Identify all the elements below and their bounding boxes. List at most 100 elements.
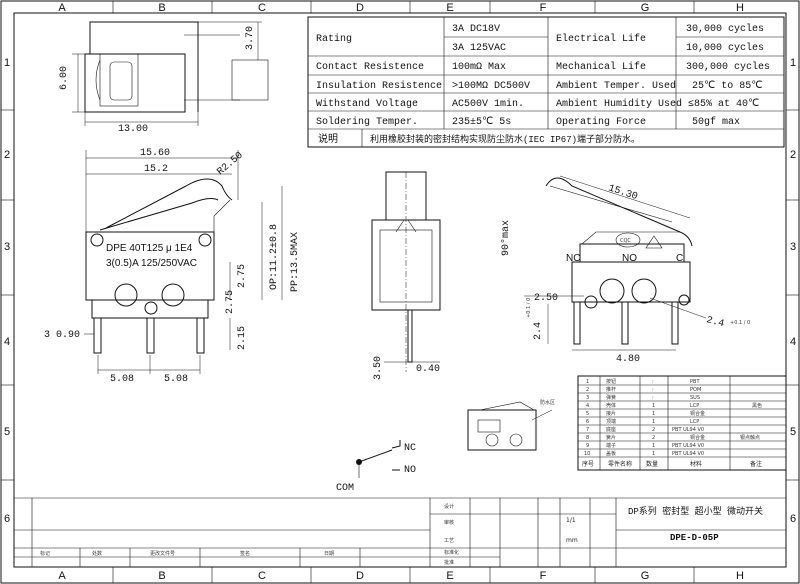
bom-cell: 1	[586, 379, 589, 385]
grid-col-label: A	[58, 2, 66, 14]
bom-cell: 2	[586, 387, 589, 393]
bom-cell: :	[652, 379, 654, 385]
grid-col-label: B	[158, 570, 165, 582]
grid-col-label: E	[446, 570, 453, 582]
grid-row-label: 6	[4, 513, 10, 525]
spec-value: AC500V 1min.	[452, 98, 524, 110]
bom-cell: PBT UL94 V0	[672, 443, 704, 449]
bom-cell: 1	[652, 443, 655, 449]
grid-col-label: E	[446, 2, 453, 14]
dim-front-pp: PP:13.5MAX	[290, 232, 301, 292]
grid-row-label: 5	[790, 426, 796, 438]
top-view: 6.00 13.00 3.70	[59, 21, 269, 135]
terminal-label-no: NO	[622, 253, 637, 264]
title-row-label: 签名	[240, 550, 250, 557]
bom-cell: 弹簧	[606, 394, 616, 401]
bom-cell: 铜合金	[690, 410, 705, 417]
spec-value: 100mΩ Max	[452, 62, 506, 73]
body-mark-line2: 3(0.5)A 125/250VAC	[106, 258, 197, 269]
dim-right-angle: 90°max	[500, 220, 512, 256]
terminal-label-nc: NC	[566, 253, 580, 264]
bom-cell: PBT	[690, 379, 700, 385]
title-row-label: 标记	[40, 550, 50, 557]
spec-value: 10,000 cycles	[686, 42, 764, 54]
dim-pin-pitch-b: 5.08	[164, 374, 188, 385]
spec-value: 50gf max	[692, 116, 740, 128]
side-view: 3.50 0.40	[371, 171, 441, 380]
bom-cell: 5	[586, 411, 589, 417]
title-sheet: 1/1	[566, 517, 576, 524]
bom-table: 1 按钮 : PBT 2 推杆 : POM 3 弹簧 : SUS 4 壳体 1 …	[577, 375, 787, 471]
spec-param: Operating Force	[556, 116, 646, 128]
bom-cell: 壳体	[606, 402, 616, 409]
dim-side-thick: 0.40	[416, 364, 440, 375]
bom-cell: 3	[586, 395, 589, 401]
title-approval: 标准化	[444, 549, 459, 556]
bom-cell: LCP	[690, 419, 699, 425]
terminal-label-c: C	[676, 253, 683, 264]
dim-front-body: 15.2	[144, 164, 168, 175]
bom-cell: 1	[652, 451, 655, 457]
bom-cell: 接片	[606, 410, 616, 417]
spec-param: Contact Resistence	[316, 61, 424, 73]
spec-param: Mechanical Life	[556, 61, 646, 73]
dim-side-pin: 3.50	[373, 356, 384, 380]
bom-header: 数量	[646, 460, 658, 468]
dim-right-hole2-tol: +0.1 / 0	[730, 320, 750, 326]
grid-row-label: 3	[790, 241, 796, 253]
bom-cell: 7	[586, 427, 589, 433]
bom-callout: 防水区	[540, 399, 555, 406]
title-series: DP系列 密封型 超小型 微动开关	[628, 505, 763, 517]
grid-row-label: 1	[790, 57, 796, 69]
right-view: CQC NC NO C 15.30 90°max 2.50 4.80 2.4 +…	[500, 175, 750, 365]
front-view: DPE 40T125 μ 1E4 3(0.5)A 125/250VAC 15.6…	[44, 148, 301, 385]
bom-cell: 4	[586, 403, 589, 409]
bom-cell: LCP	[690, 403, 699, 409]
bom-cell: POM	[690, 387, 701, 393]
grid-col-label: C	[258, 570, 266, 582]
grid-row-label: 3	[4, 241, 10, 253]
grid-col-label: H	[736, 2, 744, 14]
spec-value: 235±5℃ 5s	[452, 117, 511, 128]
dim-right-pitch: 4.80	[616, 354, 640, 365]
switch-schematic: COM NC NO	[336, 440, 416, 494]
grid-row-label: 4	[4, 336, 10, 348]
dim-front-overall: 15.60	[140, 148, 170, 159]
grid-col-label: C	[258, 2, 266, 14]
spec-param: Soldering Temper.	[316, 116, 418, 128]
grid-row-label: 1	[4, 57, 10, 69]
bom-cell: SUS	[690, 395, 700, 401]
dim-right-pin: 2.4	[533, 322, 544, 340]
bom-header: 零件名称	[608, 460, 632, 468]
title-row-label: 更改文件号	[150, 550, 175, 557]
grid-row-label: 4	[790, 336, 796, 348]
spec-param: Rating	[316, 33, 352, 45]
spec-value: 3A 125VAC	[452, 43, 506, 54]
dim-top-height: 6.00	[59, 66, 70, 90]
cqc-mark: CQC	[620, 238, 631, 244]
bom-cell: PBT UL94 V0	[672, 427, 704, 433]
spec-param: Insulation Resistence	[316, 80, 442, 92]
dim-front-op: OP:11.2±0.8	[269, 224, 280, 290]
grid-row-label: 6	[790, 513, 796, 525]
title-approval: 设计	[444, 503, 454, 510]
spec-value: 3A DC18V	[452, 24, 500, 35]
dim-pin-pitch-a: 5.08	[110, 374, 134, 385]
bom-cell: :	[652, 387, 654, 393]
bom-cell: 推杆	[606, 386, 616, 393]
bom-cell: 按钮	[606, 378, 616, 385]
bom-cell: 簧片	[606, 434, 616, 441]
spec-param: Electrical Life	[556, 33, 646, 45]
title-approval: 审核	[444, 519, 454, 526]
title-approval: 工艺	[444, 538, 454, 544]
spec-value: 30,000 cycles	[686, 23, 764, 35]
bom-header: 材料	[690, 460, 702, 468]
bom-cell: 10	[584, 451, 590, 457]
spec-table: Rating 3A DC18V 3A 125VAC Electrical Lif…	[307, 16, 785, 148]
bom-cell: 2	[652, 427, 655, 433]
grid-col-label: F	[540, 570, 547, 582]
bom-cell: 1	[652, 403, 655, 409]
title-row-label: 日期	[324, 551, 334, 557]
bom-header: 序号	[582, 460, 594, 468]
